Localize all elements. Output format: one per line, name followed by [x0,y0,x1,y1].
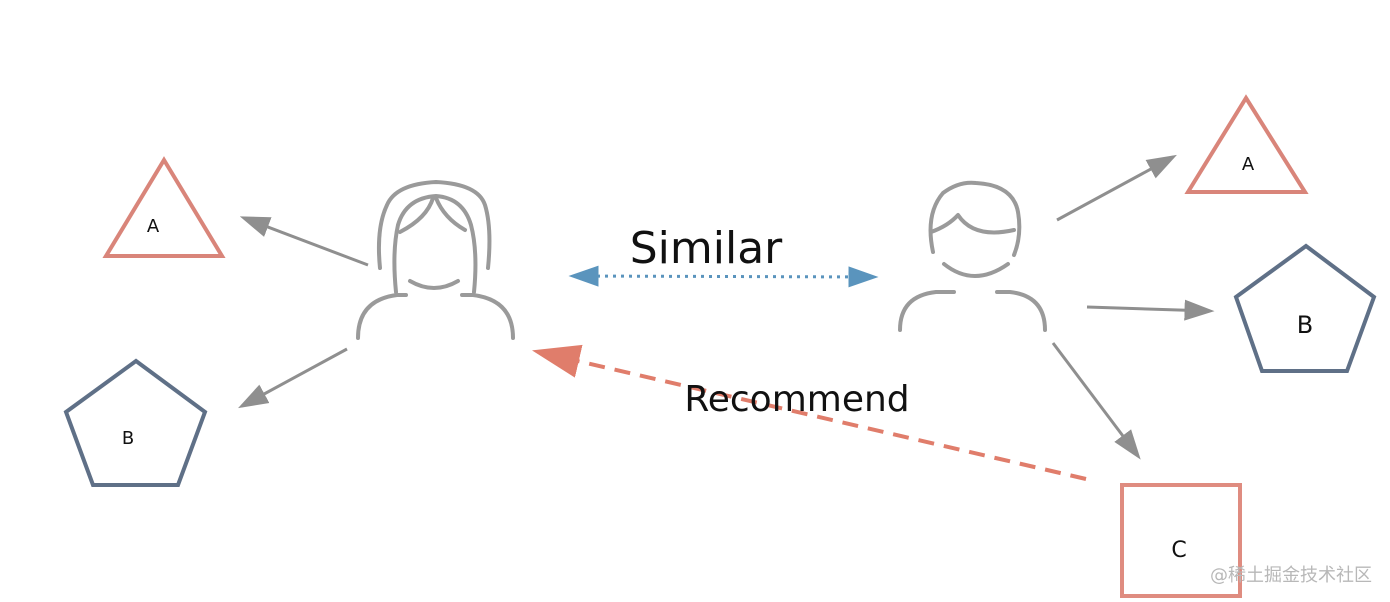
right-user-to-c-arrow [1051,342,1141,460]
left-item-a-label: A [147,216,160,237]
watermark: @稀土掘金技术社区 [1210,565,1372,586]
male-user-icon [898,180,1047,332]
left-item-b-label: B [122,428,134,449]
left-user-to-b-arrow [238,347,348,409]
left-user-to-a-arrow [239,216,369,267]
right-item-a-label: A [1242,154,1255,175]
right-item-a-triangle: A [1184,94,1309,194]
female-user-icon [356,180,515,340]
right-user-to-b-arrow [1086,299,1215,321]
right-item-b-label: B [1297,311,1313,339]
recommend-arrow [531,344,1087,481]
similar-label: Similar [630,223,783,274]
right-item-b-pentagon: B [1233,243,1377,373]
left-item-b-pentagon: B [63,358,208,487]
recommend-label: Recommend [684,379,909,420]
right-item-c-label: C [1171,538,1186,563]
left-item-a-triangle: A [102,156,226,258]
right-item-c-square: C [1120,483,1242,598]
right-user-to-a-arrow [1056,154,1177,222]
similar-arrow [568,265,879,288]
